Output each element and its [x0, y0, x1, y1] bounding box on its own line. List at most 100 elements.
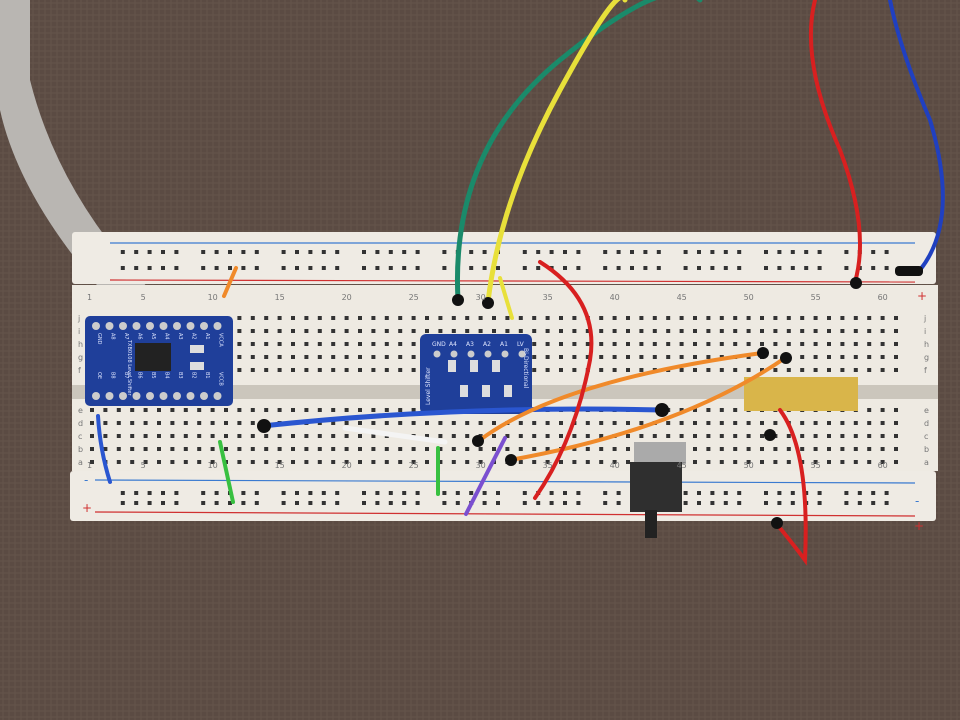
hole	[371, 460, 376, 464]
hole	[532, 368, 537, 372]
hole	[853, 316, 858, 320]
hole	[626, 447, 630, 451]
hole	[277, 316, 282, 320]
rail-hole	[737, 501, 742, 505]
rail-hole	[214, 266, 219, 270]
hole	[585, 460, 590, 464]
rail-hole	[522, 250, 527, 254]
rail-hole	[308, 266, 313, 270]
rail-hole	[161, 266, 165, 270]
hole	[317, 329, 322, 333]
hole	[492, 316, 496, 320]
yellow-wire	[485, 0, 628, 305]
hole	[800, 368, 805, 372]
txb-pin-label: VCCB	[218, 372, 224, 386]
hole	[786, 368, 791, 372]
rail-hole	[683, 501, 688, 505]
hole	[183, 460, 188, 464]
orange-wire	[478, 351, 764, 442]
hole	[853, 355, 858, 359]
hole	[813, 329, 818, 333]
hole	[612, 447, 617, 451]
rail-hole	[643, 250, 648, 254]
hole	[585, 329, 590, 333]
hole	[760, 421, 764, 425]
hole	[358, 408, 362, 412]
hole	[451, 316, 456, 320]
hole	[786, 434, 791, 438]
hole	[170, 447, 175, 451]
rail-hole	[536, 250, 541, 254]
hole	[304, 316, 309, 320]
rail-hole	[174, 501, 179, 505]
hole	[143, 408, 148, 412]
column-number: 1	[87, 461, 92, 470]
hole	[733, 460, 738, 464]
hole	[880, 421, 885, 425]
rail-hole	[817, 266, 822, 270]
hole	[532, 434, 537, 438]
column-number: 25	[409, 293, 419, 302]
hole	[277, 408, 282, 412]
rail-hole	[308, 250, 313, 254]
hole	[371, 447, 376, 451]
hole	[813, 316, 818, 320]
hole	[679, 368, 684, 372]
rail-hole	[375, 266, 380, 270]
txb-pin-label: OE	[96, 372, 102, 379]
txb-pin-label: A8	[110, 333, 116, 340]
hole	[451, 460, 456, 464]
hole	[157, 408, 161, 412]
rail-hole	[563, 491, 567, 495]
wires	[96, 0, 945, 566]
header-pin	[119, 322, 127, 330]
row-letter: g	[924, 353, 929, 362]
rail-hole	[871, 250, 876, 254]
hole	[116, 421, 121, 425]
rail-hole	[161, 501, 165, 505]
hole	[545, 447, 550, 451]
rail-hole	[228, 250, 232, 254]
hole	[264, 434, 269, 438]
pin-label: A3	[466, 341, 474, 348]
hole	[492, 329, 496, 333]
rail-hole	[375, 491, 380, 495]
column-number: 60	[878, 293, 888, 302]
row-letter: j	[77, 314, 80, 323]
hole	[331, 368, 336, 372]
rail-hole	[603, 266, 608, 270]
hole	[130, 434, 135, 438]
hole	[384, 355, 389, 359]
hole	[183, 447, 188, 451]
hole	[398, 355, 403, 359]
hole	[559, 329, 563, 333]
column-number: 30	[476, 293, 486, 302]
hole	[237, 408, 242, 412]
rail-hole	[295, 266, 299, 270]
hole	[157, 447, 161, 451]
column-number: 40	[610, 461, 620, 470]
hole	[224, 408, 228, 412]
hole	[465, 447, 470, 451]
hole	[894, 434, 898, 438]
rail-hole	[871, 491, 876, 495]
hole	[719, 434, 724, 438]
rail-hole	[576, 266, 581, 270]
hole	[894, 355, 898, 359]
hole	[706, 434, 711, 438]
rail-hole	[281, 250, 286, 254]
hole	[250, 447, 255, 451]
hole	[358, 342, 362, 346]
hole	[317, 447, 322, 451]
red-jumper	[773, 408, 808, 566]
header-pin	[518, 350, 526, 358]
rail-hole	[201, 266, 206, 270]
rail-hole	[710, 491, 715, 495]
hole	[840, 368, 845, 372]
hole	[210, 408, 215, 412]
hole	[264, 329, 269, 333]
hole	[291, 368, 295, 372]
hole	[894, 421, 898, 425]
rail-hole	[375, 501, 380, 505]
hole	[237, 447, 242, 451]
